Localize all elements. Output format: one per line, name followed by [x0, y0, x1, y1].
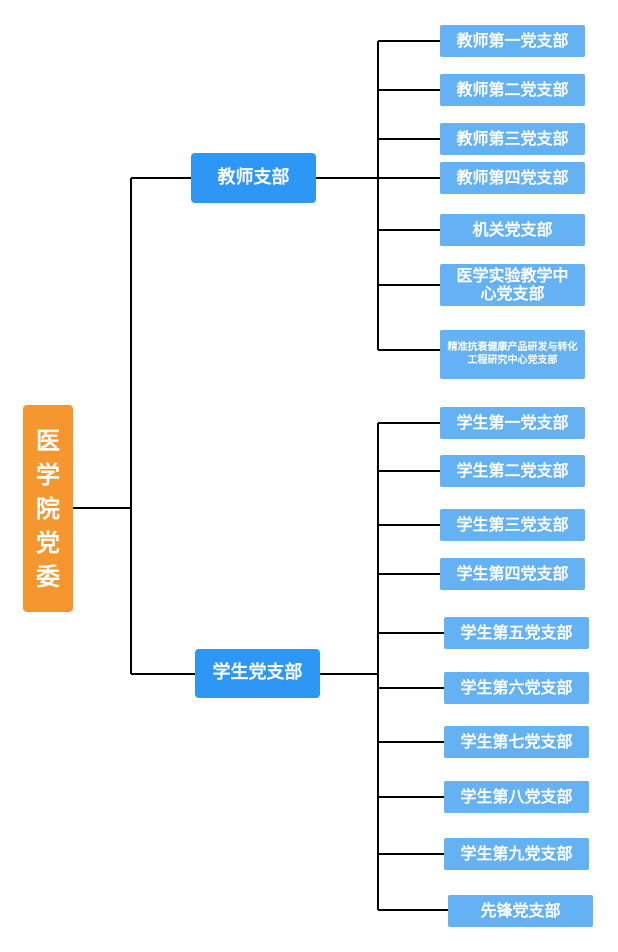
leaf-student-8: 学生第八党支部 — [444, 781, 589, 813]
leaf-research-center: 精准抗衰健康产品研发与转化工程研究中心党支部 — [440, 330, 585, 379]
leaf-teacher-3: 教师第三党支部 — [440, 123, 585, 155]
leaf-lab-center: 医学实验教学中心党支部 — [440, 264, 585, 306]
branch-node-students: 学生党支部 — [195, 649, 320, 698]
leaf-student-5: 学生第五党支部 — [444, 617, 589, 649]
leaf-office: 机关党支部 — [440, 214, 585, 246]
root-node-party-committee: 医学院党委 — [23, 405, 73, 612]
leaf-student-6: 学生第六党支部 — [444, 672, 589, 704]
leaf-student-3: 学生第三党支部 — [440, 509, 585, 541]
branch-node-teachers: 教师支部 — [191, 153, 316, 203]
connector-root — [73, 177, 195, 675]
leaf-vanguard: 先锋党支部 — [448, 895, 593, 927]
connector-student — [320, 422, 448, 911]
leaf-student-1: 学生第一党支部 — [440, 407, 585, 439]
connector-teacher — [316, 40, 440, 351]
leaf-student-2: 学生第二党支部 — [440, 455, 585, 487]
leaf-teacher-2: 教师第二党支部 — [440, 74, 585, 106]
leaf-teacher-4: 教师第四党支部 — [440, 162, 585, 194]
leaf-student-4: 学生第四党支部 — [440, 558, 585, 590]
leaf-teacher-1: 教师第一党支部 — [440, 25, 585, 57]
leaf-student-9: 学生第九党支部 — [444, 838, 589, 870]
leaf-student-7: 学生第七党支部 — [444, 726, 589, 758]
